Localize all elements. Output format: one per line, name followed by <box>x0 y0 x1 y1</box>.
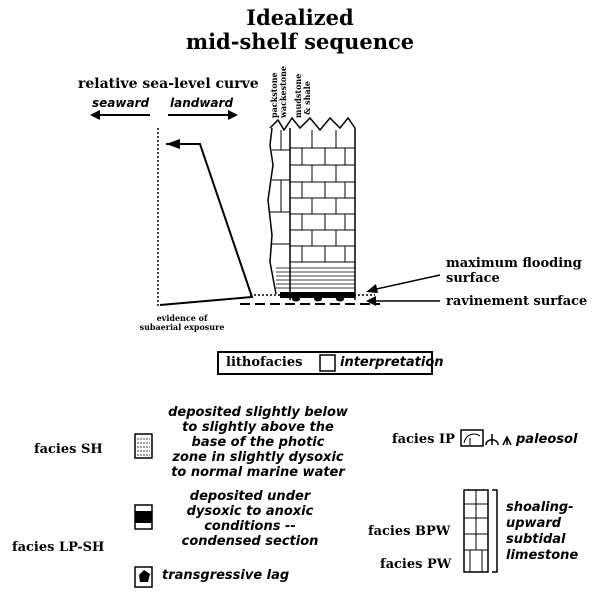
sea-level-curve <box>159 143 254 306</box>
key-interpretation-label: interpretation <box>340 355 444 370</box>
facies-pw-label: facies PW <box>380 557 452 572</box>
facies-sh-label: facies SH <box>34 442 103 457</box>
seaward-label: seaward <box>92 96 150 110</box>
title-line-2: mid-shelf sequence <box>185 29 415 54</box>
root-trace-icon <box>485 434 512 446</box>
key-lithofacies-label: lithofacies <box>226 355 303 370</box>
transgressive-lag-swatch <box>134 566 153 588</box>
facies-bpw-pw-swatch <box>463 489 489 573</box>
facies-lpsh-label: facies LP-SH <box>12 540 105 555</box>
paleosol-label: paleosol <box>516 432 578 447</box>
subaerial-exposure-label: evidence of subaerial exposure <box>139 313 225 332</box>
facies-bpw-label: facies BPW <box>368 524 451 539</box>
sea-level-curve-label: relative sea-level curve <box>78 76 259 92</box>
max-flood-surface-label: maximum flooding surface <box>446 256 582 286</box>
shoaling-bracket <box>492 489 498 573</box>
facies-lpsh-description: deposited under dysoxic to anoxic condit… <box>181 489 319 549</box>
facies-ip-swatch <box>460 429 484 447</box>
ravinement-surface-label: ravinement surface <box>446 294 588 309</box>
key-box <box>217 351 433 375</box>
mudstone-label: mudstone & shale <box>293 73 312 118</box>
max-flood-arrow-head <box>366 284 378 293</box>
facies-sh-swatch <box>134 433 153 459</box>
facies-ip-label: facies IP <box>392 432 455 447</box>
lithofacies-column <box>267 116 356 302</box>
title-line-1: Idealized <box>246 5 354 30</box>
facies-lpsh-swatch <box>134 504 153 530</box>
landward-arrow-head <box>228 110 238 120</box>
landward-label: landward <box>170 96 234 110</box>
packstone-label: packstone wackestone <box>269 65 288 118</box>
shoaling-upward-description: shoaling- upward subtidal limestone <box>506 500 579 563</box>
key-swatch <box>319 354 336 372</box>
transgressive-lag-label: transgressive lag <box>162 568 290 583</box>
facies-sh-description: deposited slightly below to slightly abo… <box>168 405 348 480</box>
ravinement-arrow-head <box>366 296 376 306</box>
seaward-arrow-head <box>90 110 100 120</box>
